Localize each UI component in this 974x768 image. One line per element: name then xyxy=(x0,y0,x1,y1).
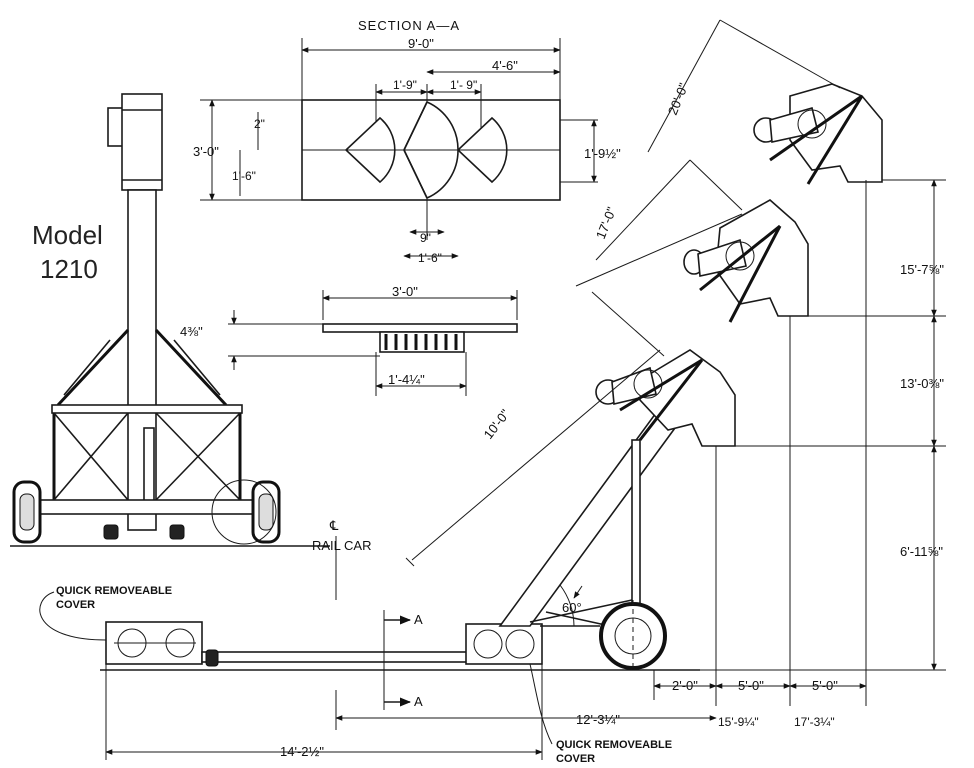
spacing-5b-dim: 5'-0" xyxy=(812,678,838,693)
head-low xyxy=(595,349,736,447)
section-height-dim: 3'-0" xyxy=(193,144,219,159)
detail-width-dim: 3'-0" xyxy=(392,284,418,299)
section-title: SECTION A—A xyxy=(358,18,460,33)
dim-2-inch: 2" xyxy=(254,117,265,131)
section-offset-dim: 4'-6" xyxy=(492,58,518,73)
head-high xyxy=(753,83,883,185)
rail-car-centerline: ℄ xyxy=(329,518,339,533)
model-number: 1210 xyxy=(40,254,98,284)
reach-12-dim: 12'-3¼" xyxy=(576,712,620,727)
model-label: Model xyxy=(32,220,103,250)
left-spacing-dim: 1'-9" xyxy=(393,78,417,92)
head-mid xyxy=(683,199,809,323)
height-6-dim: 6'-11⅝" xyxy=(900,544,943,559)
reach-15-dim: 15'-9¼" xyxy=(718,715,759,729)
length-17-dim: 17'-0" xyxy=(593,204,619,241)
length-20-dim: 20'-0" xyxy=(665,80,691,117)
cover-note-right-2: COVER xyxy=(556,753,595,765)
angle-label: 60° xyxy=(562,600,582,615)
height-15-dim: 15'-7⅝" xyxy=(900,262,944,277)
bucket-detail: 3'-0" 4⅜" 1'-4¼" xyxy=(180,284,518,396)
head-housing xyxy=(121,93,163,191)
side-view: 60° 10'- xyxy=(39,19,946,765)
overall-length-dim: 14'-2½" xyxy=(280,744,324,759)
right-spacing-dim: 1'- 9" xyxy=(450,78,477,92)
section-width-dim: 9'-0" xyxy=(408,36,434,51)
section-mark-top: A xyxy=(414,612,423,627)
spacing-2-dim: 2'-0" xyxy=(672,678,698,693)
cover-note-right-1: QUICK REMOVEABLE xyxy=(556,739,672,751)
length-10-dim: 10'-0" xyxy=(481,406,513,442)
spacing-5a-dim: 5'-0" xyxy=(738,678,764,693)
section-a-a: SECTION A—A 9'-0" 4'-6" 1'-9" 1'- 9" 3'-… xyxy=(193,18,621,265)
rail-car-label: RAIL CAR xyxy=(312,538,371,553)
front-view: Model 1210 xyxy=(10,93,330,547)
height-13-dim: 13'-0⅜" xyxy=(900,376,944,391)
cover-note-left-2: COVER xyxy=(56,599,95,611)
section-mark-bottom: A xyxy=(414,694,423,709)
boom xyxy=(498,401,696,627)
detail-base-dim: 1'-4¼" xyxy=(388,372,425,387)
detail-height-dim: 4⅜" xyxy=(180,324,203,339)
reach-17-dim: 17'-3¼" xyxy=(794,715,835,729)
front-wheels xyxy=(10,479,330,547)
dim-1-9-half: 1'-9½" xyxy=(584,146,621,161)
cover-note-left-1: QUICK REMOVEABLE xyxy=(56,585,172,597)
dim-1-6-bottom: 1'-6" xyxy=(418,251,442,265)
dim-9-inch: 9" xyxy=(420,231,431,245)
right-cover-box xyxy=(465,623,543,665)
dim-1-6-left: 1'-6" xyxy=(232,169,256,183)
